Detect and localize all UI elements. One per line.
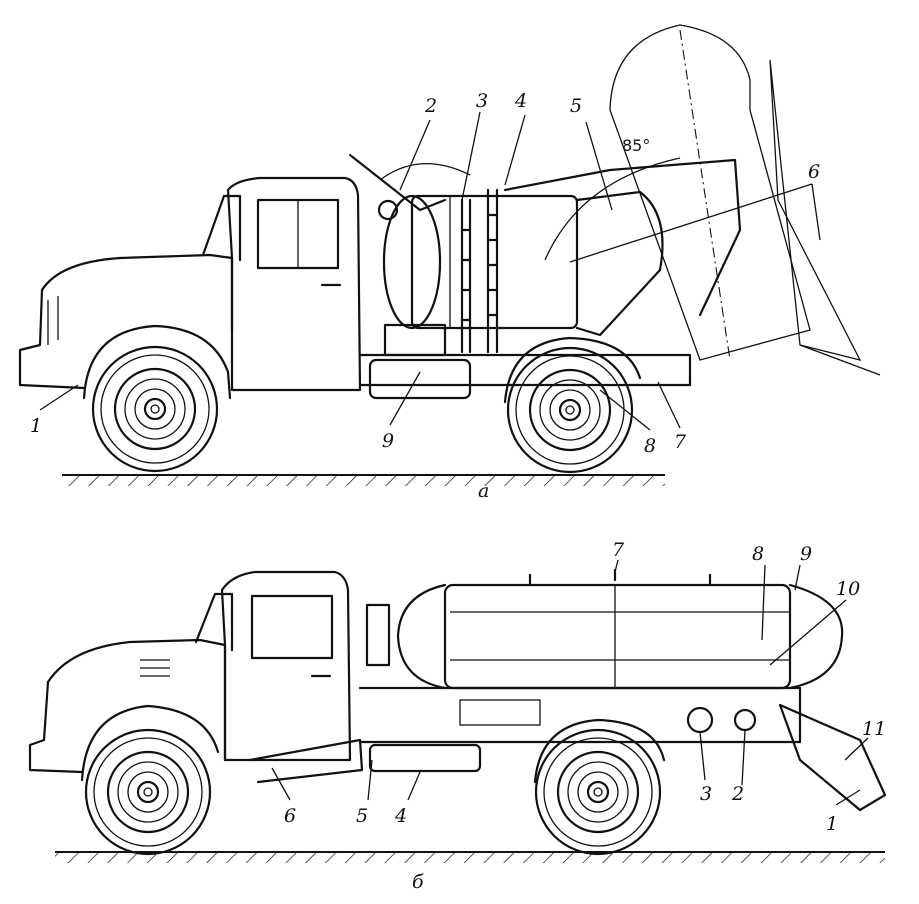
cab-b [220,570,352,762]
windshield-b [194,592,234,652]
callout-b-1: 1 [826,813,838,835]
ground-b [55,851,885,863]
callout-b-4: 4 [394,805,407,827]
callout-a-1: 1 [30,415,42,437]
callout-a-7: 7 [674,431,687,453]
tilted-drum [609,24,881,376]
front-wheel-b [84,728,212,856]
front-fender-a [82,324,232,400]
hood-a [40,253,234,332]
rear-fender-b [533,718,666,784]
front-bumper-b [28,680,84,774]
figure-a-caption: а [478,480,489,502]
callout-a-3: 3 [476,90,488,112]
grille-vents [140,659,170,677]
windshield-a [201,194,242,262]
tilt-lever [348,153,447,212]
callout-b-2: 2 [731,783,744,805]
ladder-a [460,198,472,354]
front-bumper-a [18,288,86,390]
rear-fender-a [503,336,642,404]
drive-shaft [248,738,364,784]
water-tank-a [368,358,472,400]
frame-a [358,353,692,387]
tilt-frame [503,158,742,317]
callouts-a: 1 2 3 4 5 6 7 8 9 [30,90,821,457]
mixer-drum [382,190,664,337]
rear-wheel-a [506,346,634,474]
callout-b-9: 9 [800,543,812,565]
callout-b-10: 10 [836,578,860,600]
frame-b [358,686,802,744]
tank [365,568,844,690]
callout-b-7: 7 [612,539,625,561]
tool-box-b [368,743,482,773]
callout-b-11: 11 [862,718,886,740]
callout-a-4: 4 [514,90,527,112]
callout-b-3: 3 [700,783,712,805]
hood-b [46,638,227,762]
callout-a-5: 5 [570,95,582,117]
tilt-angle-arc [544,157,681,261]
angle-label: 85° [622,136,650,155]
callout-b-8: 8 [752,543,764,565]
figure-b-tanker: б 1 2 3 4 5 6 7 8 9 10 11 [28,539,887,893]
callouts-b: 1 2 3 4 5 6 7 8 9 10 11 [271,539,886,835]
discharge-pipe [778,703,887,812]
pump [686,706,714,734]
ground-a [62,474,665,486]
callout-a-2: 2 [424,95,437,117]
callout-a-9: 9 [382,430,394,452]
figure-a-truck-mixer: 85° а 1 2 3 4 5 6 7 8 9 [18,24,881,502]
callout-a-8: 8 [644,435,656,457]
callout-b-5: 5 [356,805,368,827]
rear-wheel-b [534,728,662,856]
cab-a [226,176,362,392]
callout-a-6: 6 [808,161,820,183]
side-window-b [250,594,334,660]
tank-hatches [528,568,712,587]
front-wheel-a [91,345,219,473]
callout-b-6: 6 [284,805,296,827]
front-fender-b [80,704,220,782]
figure-b-caption: б [412,871,424,893]
